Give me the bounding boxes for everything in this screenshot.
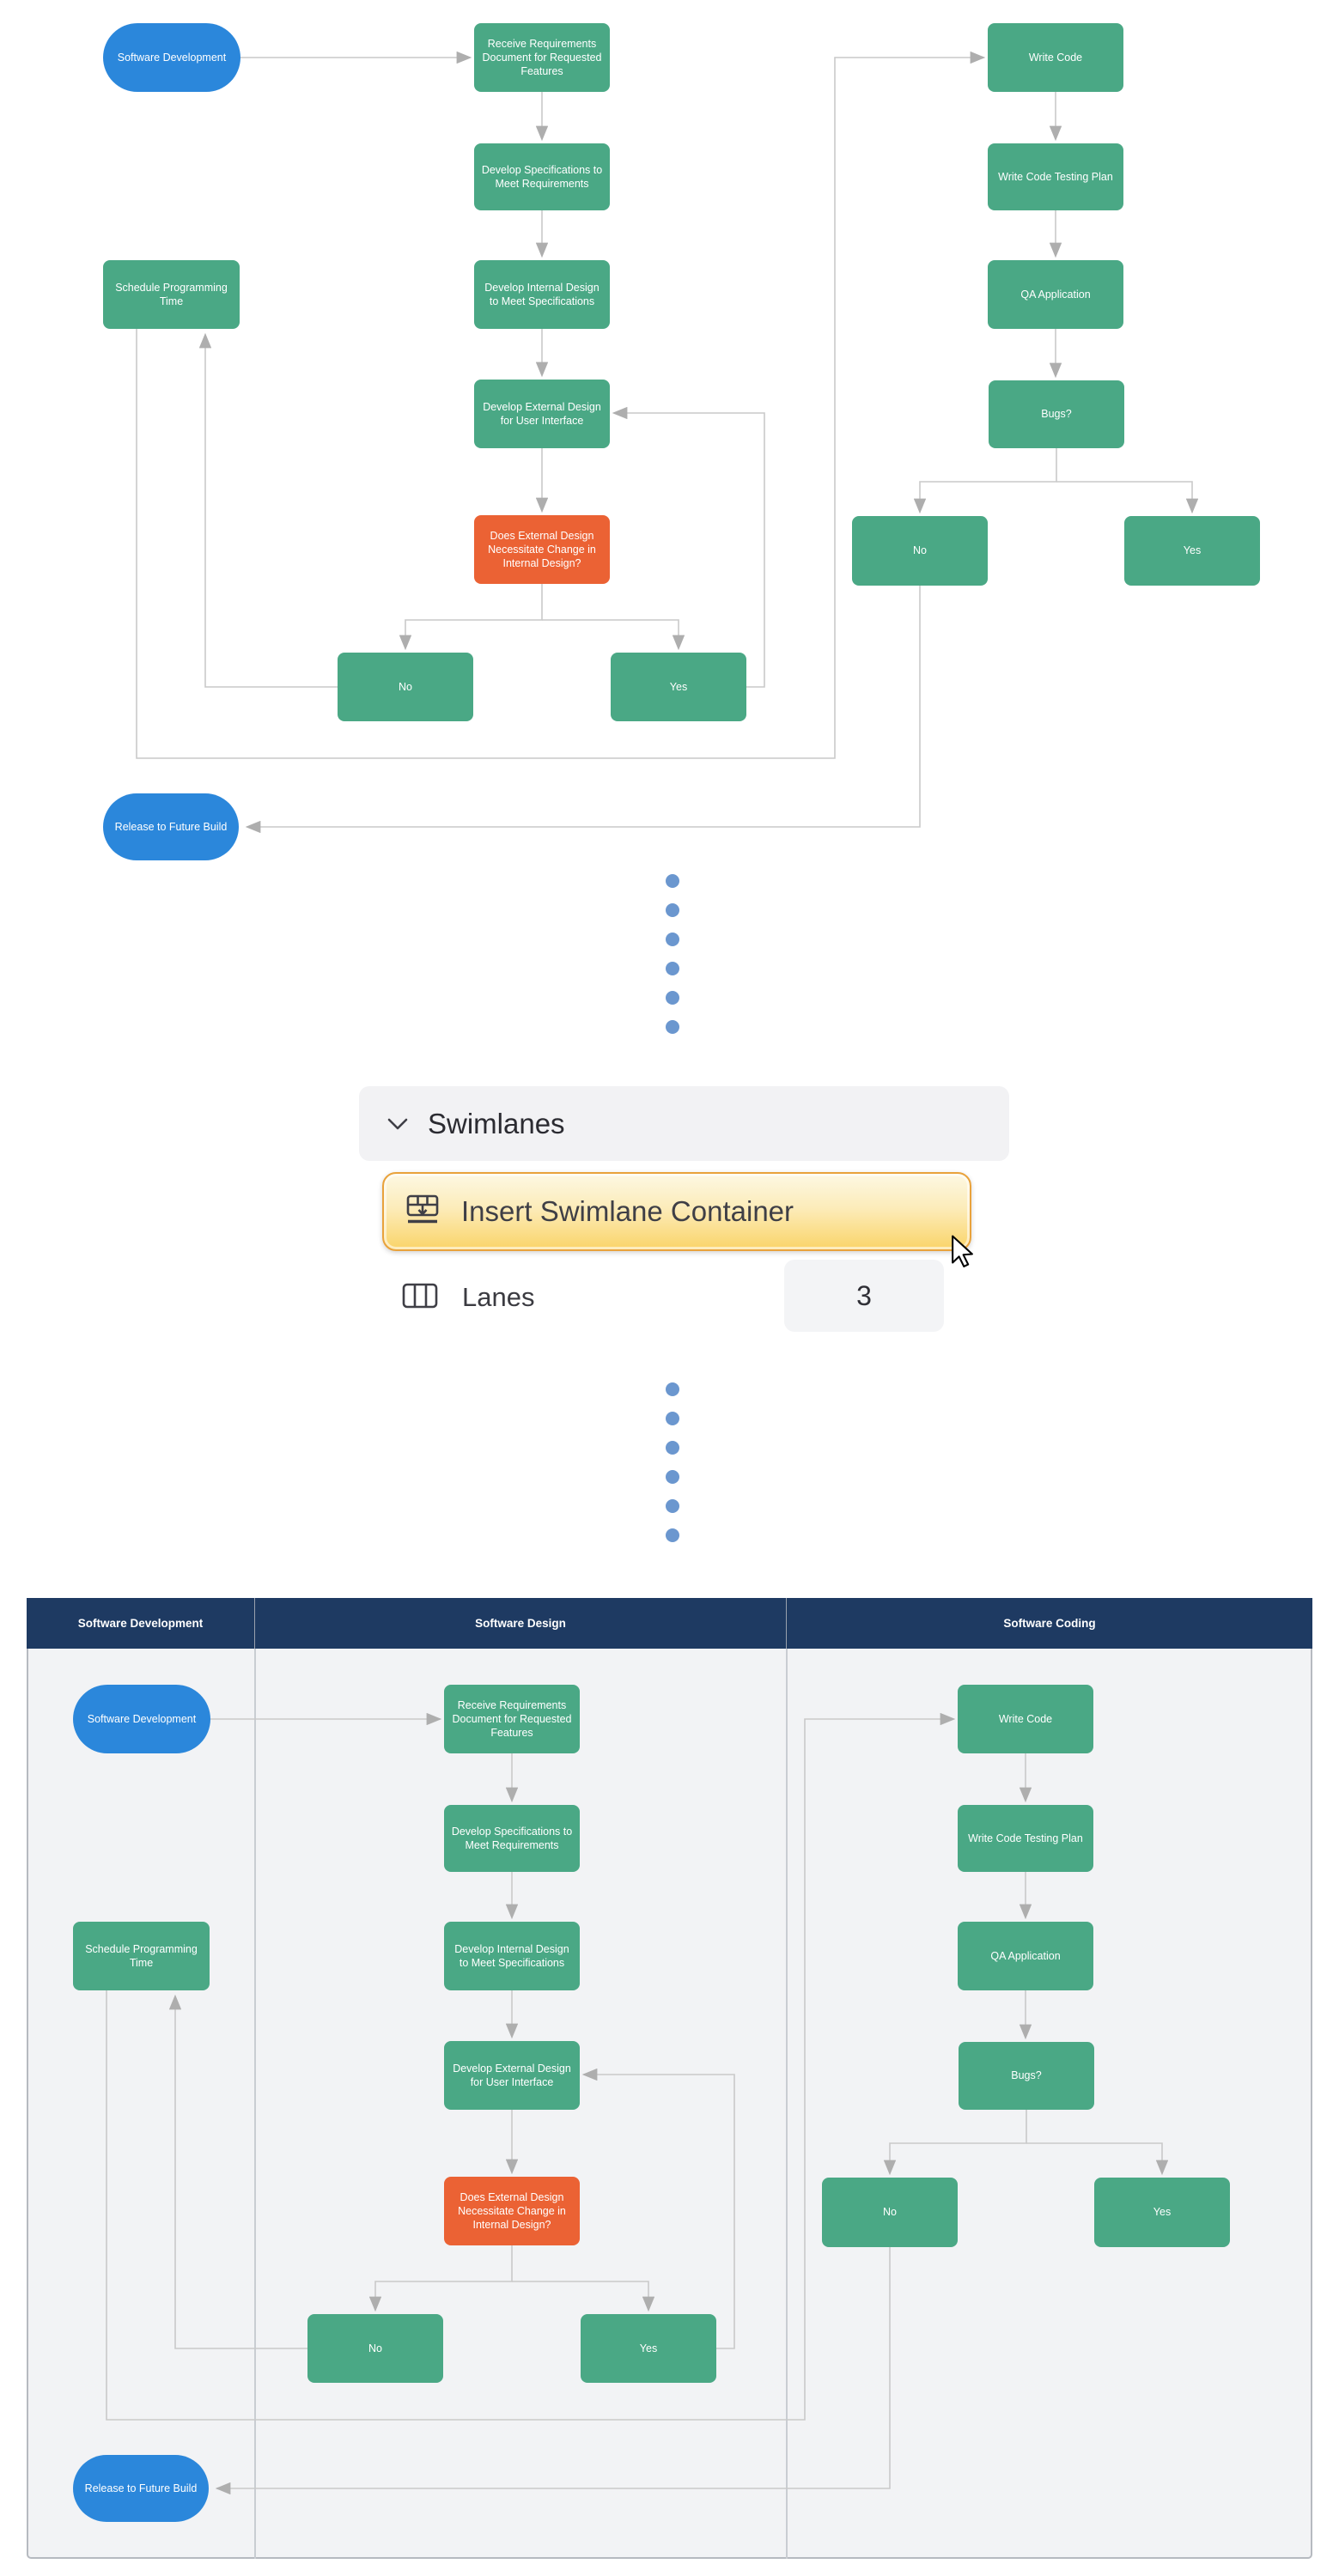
swimlanes-section-title: Swimlanes: [428, 1107, 565, 1139]
process-develop-specifications[interactable]: Develop Specifications to Meet Requireme…: [474, 143, 610, 210]
lane-title: Software Coding: [1003, 1617, 1096, 1630]
insert-swimlane-container-button[interactable]: Insert Swimlane Container: [382, 1172, 971, 1251]
lanes-icon: [402, 1283, 438, 1313]
lane-header-0[interactable]: Software Development: [27, 1598, 255, 1649]
separator-dot: [666, 874, 679, 888]
swimlane-container[interactable]: [27, 1598, 1312, 2559]
decision-bugs[interactable]: Bugs?: [989, 380, 1124, 448]
lane-title: Software Development: [77, 1617, 204, 1630]
lanes-count-input[interactable]: 3: [784, 1260, 944, 1332]
answer-no-design[interactable]: No: [338, 653, 473, 721]
lane-divider: [254, 1649, 256, 2559]
process-schedule-programming-time[interactable]: Schedule Programming Time: [103, 260, 240, 329]
decision-external-design-change[interactable]: Does External Design Necessitate Change …: [474, 515, 610, 584]
answer-no-bugs[interactable]: No: [852, 516, 988, 586]
separator-dot: [666, 1528, 679, 1542]
process-qa-application[interactable]: QA Application: [958, 1922, 1093, 1990]
insert-swimlane-container-icon: [406, 1194, 441, 1229]
process-receive-requirements[interactable]: Receive Requirements Document for Reques…: [474, 23, 610, 92]
process-schedule-programming-time[interactable]: Schedule Programming Time: [73, 1922, 210, 1990]
start-terminator[interactable]: Software Development: [73, 1685, 210, 1753]
insert-swimlane-container-label: Insert Swimlane Container: [461, 1195, 794, 1227]
process-develop-external-design[interactable]: Develop External Design for User Interfa…: [444, 2041, 580, 2110]
separator-dot: [666, 933, 679, 946]
separator-dot: [666, 1441, 679, 1455]
answer-yes-bugs[interactable]: Yes: [1094, 2178, 1230, 2247]
separator-dot: [666, 1470, 679, 1484]
process-develop-internal-design[interactable]: Develop Internal Design to Meet Specific…: [444, 1922, 580, 1990]
answer-no-design[interactable]: No: [307, 2314, 443, 2383]
swimlanes-section-header[interactable]: Swimlanes: [359, 1086, 1009, 1161]
process-qa-application[interactable]: QA Application: [988, 260, 1123, 329]
lane-title: Software Design: [475, 1617, 566, 1630]
process-write-code[interactable]: Write Code: [988, 23, 1123, 92]
process-develop-specifications[interactable]: Develop Specifications to Meet Requireme…: [444, 1805, 580, 1872]
lane-divider: [786, 1649, 788, 2559]
separator-dot: [666, 1382, 679, 1396]
answer-yes-bugs[interactable]: Yes: [1124, 516, 1260, 586]
separator-dot: [666, 962, 679, 975]
lane-header-2[interactable]: Software Coding: [787, 1598, 1312, 1649]
process-develop-external-design[interactable]: Develop External Design for User Interfa…: [474, 380, 610, 448]
decision-external-design-change[interactable]: Does External Design Necessitate Change …: [444, 2177, 580, 2245]
process-develop-internal-design[interactable]: Develop Internal Design to Meet Specific…: [474, 260, 610, 329]
process-receive-requirements[interactable]: Receive Requirements Document for Reques…: [444, 1685, 580, 1753]
separator-dot: [666, 1020, 679, 1034]
end-terminator[interactable]: Release to Future Build: [73, 2455, 209, 2522]
separator-dot: [666, 903, 679, 917]
end-terminator[interactable]: Release to Future Build: [103, 793, 239, 860]
separator-dot: [666, 1412, 679, 1425]
lanes-setting-row: Lanes: [402, 1273, 534, 1321]
answer-no-bugs[interactable]: No: [822, 2178, 958, 2247]
process-write-code-testing-plan[interactable]: Write Code Testing Plan: [988, 143, 1123, 210]
decision-bugs[interactable]: Bugs?: [959, 2042, 1094, 2110]
chevron-down-icon: [387, 1117, 409, 1131]
start-terminator[interactable]: Software Development: [103, 23, 240, 92]
lanes-label: Lanes: [462, 1282, 535, 1312]
process-write-code-testing-plan[interactable]: Write Code Testing Plan: [958, 1805, 1093, 1872]
separator-dot: [666, 1499, 679, 1513]
process-write-code[interactable]: Write Code: [958, 1685, 1093, 1753]
answer-yes-design[interactable]: Yes: [611, 653, 746, 721]
answer-yes-design[interactable]: Yes: [581, 2314, 716, 2383]
separator-dot: [666, 991, 679, 1005]
lane-header-1[interactable]: Software Design: [255, 1598, 787, 1649]
